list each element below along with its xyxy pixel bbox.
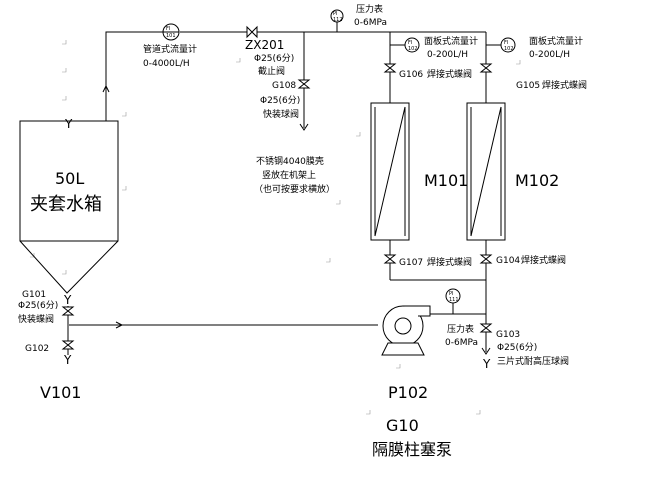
g103-outlet: Y (482, 357, 491, 371)
svg-text:112: 112 (333, 17, 343, 23)
g103-type: 三片式耐高压球阀 (497, 355, 569, 367)
pressure-gauge-pi111: PI 111 压力表 0-6MPa (445, 288, 478, 348)
svg-text:FI: FI (166, 26, 170, 32)
tank-v101: 50L 夹套水箱 Y (19, 117, 119, 294)
fi102-name: 面板式流量计 (424, 35, 478, 47)
g106-tag: G106 (399, 70, 423, 80)
svg-text:102: 102 (504, 46, 514, 52)
pressure-gauge-pi112: PI 112 压力表 0-6MPa (330, 3, 387, 32)
g106-type: 焊接式蝶阀 (427, 68, 472, 80)
pump-name: 隔膜柱塞泵 (372, 440, 452, 459)
note-line-2: 竖放在机架上 (262, 169, 316, 181)
g103-size: Φ25(6分) (497, 342, 537, 353)
membrane-m101: FI 102 面板式流量计 0-200L/H G106 焊接式蝶阀 M101 G… (370, 32, 486, 281)
g107-tag: G107 (399, 258, 423, 268)
fi102-range: 0-200L/H (427, 50, 468, 60)
fi102b-range: 0-200L/H (529, 50, 570, 60)
g101-tag: G101 (22, 290, 46, 300)
membrane-note: 不锈钢4040膜壳 竖放在机架上 （也可按要求横放） (254, 155, 335, 195)
svg-text:102: 102 (408, 46, 418, 52)
tank-volume: 50L (55, 169, 84, 188)
pi112-name: 压力表 (356, 3, 383, 15)
g105-type: 焊接式蝶阀 (542, 79, 587, 91)
pi112-range: 0-6MPa (354, 18, 387, 28)
fi101-name: 管道式流量计 (143, 43, 197, 55)
pump-tag: P102 (388, 383, 428, 402)
g101-type: 快装蝶阀 (18, 313, 54, 325)
tank-inlet-label: Y (64, 117, 73, 131)
zx201-tag: ZX201 (245, 38, 284, 52)
g104-tag: G104 (496, 256, 520, 266)
zx201-size: Φ25(6分) (254, 53, 294, 64)
valve-g103: G103 Φ25(6分) 三片式耐高压球阀 Y (479, 323, 569, 371)
return-pipe (102, 31, 486, 121)
m101-label: M101 (424, 171, 468, 190)
tank-name: 夹套水箱 (30, 194, 102, 215)
flowmeter-fi101: FI 101 管道式流量计 0-4000L/H (143, 23, 197, 69)
g101-size: Φ25(6分) (18, 300, 58, 311)
fi102b-name: 面板式流量计 (529, 35, 583, 47)
tank-tag: V101 (40, 383, 81, 402)
svg-text:101: 101 (166, 33, 176, 39)
svg-text:FI: FI (504, 40, 508, 46)
pump-p102: P102 G10 隔膜柱塞泵 (69, 305, 486, 459)
tank-outlet: Y Y G101 Φ25(6分) 快装蝶阀 G102 V101 (18, 290, 81, 402)
valve-zx201: ZX201 Φ25(6分) 截止阀 (245, 25, 294, 77)
g102-outlet: Y (63, 353, 72, 367)
m102-label: M102 (515, 171, 559, 190)
pi111-name: 压力表 (447, 323, 474, 335)
g105-tag: G105 (516, 81, 540, 91)
svg-text:PI: PI (449, 291, 454, 297)
valve-g108: G108 Φ25(6分) 快装球阀 (260, 32, 311, 131)
g103-tag: G103 (496, 330, 520, 340)
g102-tag: G102 (25, 344, 49, 354)
svg-text:FI: FI (408, 40, 412, 46)
zx201-type: 截止阀 (258, 65, 285, 77)
membrane-m102: FI 102 面板式流量计 0-200L/H G105 焊接式蝶阀 M102 G… (466, 32, 587, 352)
g107-type: 焊接式蝶阀 (427, 256, 472, 268)
fi101-range: 0-4000L/H (143, 59, 190, 69)
g108-type: 快装球阀 (263, 108, 299, 120)
tank-outlet-label: Y (63, 293, 72, 307)
note-line-3: （也可按要求横放） (254, 183, 335, 195)
pump-code: G10 (386, 416, 419, 435)
g108-size: Φ25(6分) (260, 95, 300, 106)
pi111-range: 0-6MPa (445, 338, 478, 348)
svg-text:111: 111 (449, 297, 459, 303)
g104-type: 焊接式蝶阀 (521, 254, 566, 266)
g108-tag: G108 (272, 81, 296, 91)
svg-text:PI: PI (333, 11, 338, 17)
note-line-1: 不锈钢4040膜壳 (256, 155, 324, 167)
